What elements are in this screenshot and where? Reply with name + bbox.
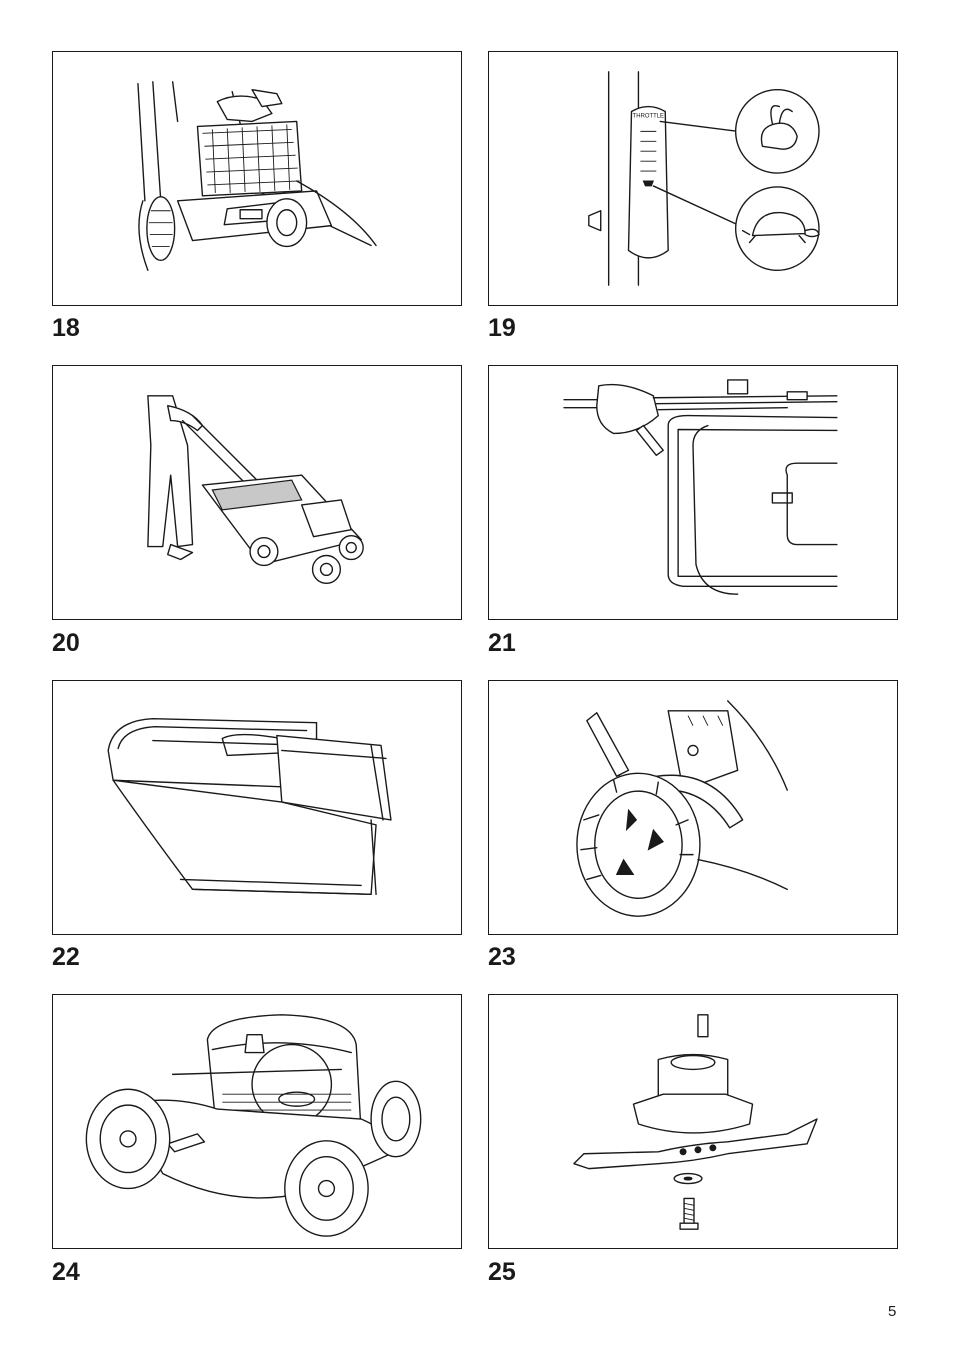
turtle-icon — [736, 187, 819, 270]
figure-25-number: 25 — [488, 1260, 516, 1285]
figure-25-panel — [488, 994, 898, 1249]
figure-23-number: 23 — [488, 945, 516, 970]
figure-21-panel — [488, 365, 898, 620]
rear-wheel-height-adjust-illustration — [489, 681, 897, 934]
figure-23-panel — [488, 680, 898, 935]
grass-catcher-removal-illustration — [53, 52, 461, 305]
rabbit-icon — [736, 90, 819, 173]
figure-20-number: 20 — [52, 631, 80, 656]
mower-engine-overview-illustration — [53, 995, 461, 1248]
handle-control-cables-illustration — [489, 366, 897, 619]
blade-assembly-illustration — [489, 995, 897, 1248]
throttle-lever-illustration: THROTTLE — [489, 52, 897, 305]
figure-18-panel — [52, 51, 462, 306]
figure-19-panel: THROTTLE — [488, 51, 898, 306]
figure-22-panel — [52, 680, 462, 935]
figure-20-panel — [52, 365, 462, 620]
figure-19-number: 19 — [488, 316, 516, 341]
figure-22-number: 22 — [52, 945, 80, 970]
operator-pushing-mower-illustration — [53, 366, 461, 619]
page-number: 5 — [888, 1303, 896, 1320]
figure-18-number: 18 — [52, 316, 80, 341]
grass-catcher-bag-illustration — [53, 681, 461, 934]
figure-24-number: 24 — [52, 1260, 80, 1285]
throttle-label: THROTTLE — [633, 113, 664, 119]
figure-24-panel — [52, 994, 462, 1249]
figure-21-number: 21 — [488, 631, 516, 656]
